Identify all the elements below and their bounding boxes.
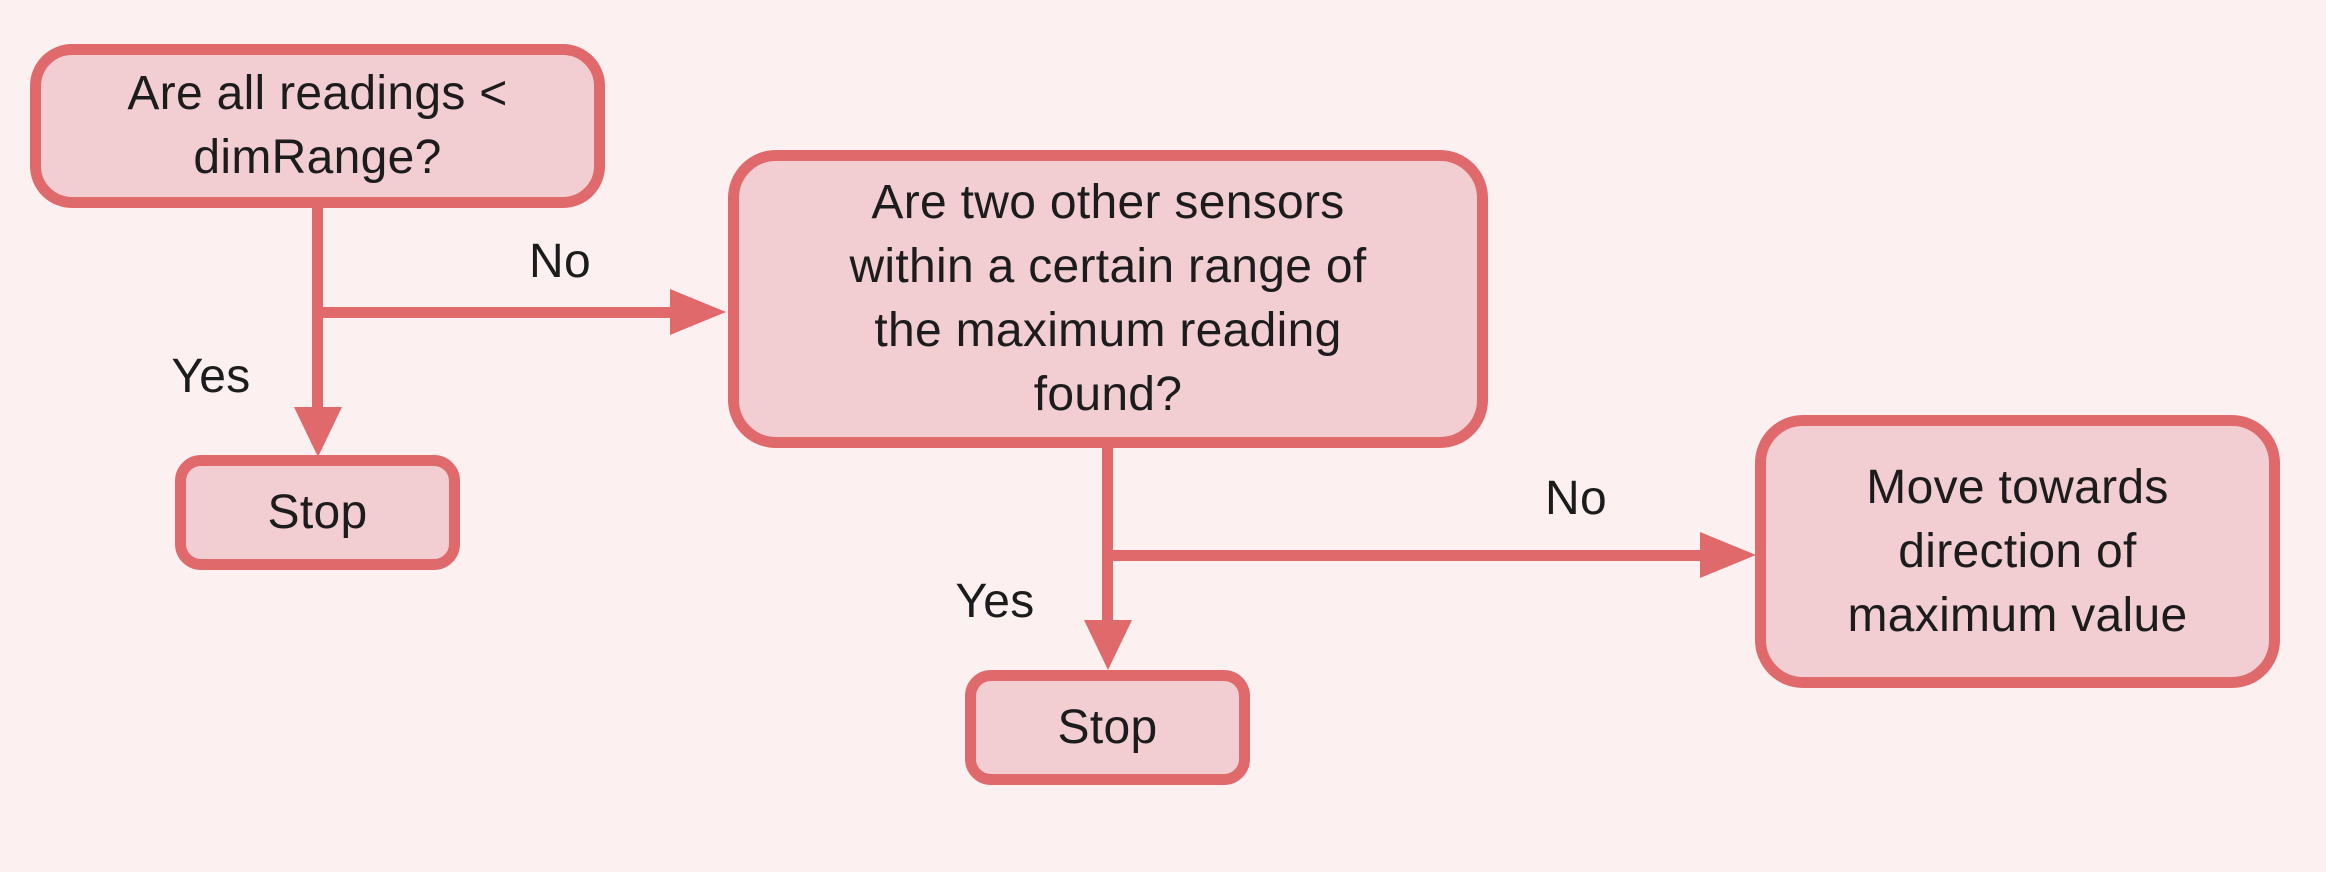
node-question-sensors-range: Are two other sensors within a certain r… [728,150,1488,448]
edge-label-q1-no: No [529,235,591,288]
node-stop-2: Stop [965,670,1250,785]
connector-q1-to-q2 [312,307,672,318]
arrowhead-right-icon [1700,532,1756,578]
arrowhead-right-icon [670,289,726,335]
edge-label-q2-no: No [1545,472,1607,525]
node-move-towards-maximum: Move towards direction of maximum value [1755,415,2280,688]
node-text-line: Move towards [1866,460,2169,514]
node-text-line: the maximum reading [874,304,1342,357]
arrowhead-down-icon [294,407,342,457]
connector-q2-to-stop2 [1102,445,1113,622]
node-text-line: Are two other sensors [871,176,1345,229]
node-text-line: Stop [1057,700,1158,754]
node-text-line: dimRange? [193,131,442,184]
node-text-line: Are all readings < [127,67,508,120]
node-text-line: Stop [267,485,368,539]
edge-label-q2-yes: Yes [955,575,1035,628]
node-text-line: direction of [1898,524,2137,578]
node-text-line: within a certain range of [849,240,1367,293]
arrowhead-down-icon [1084,620,1132,670]
node-question-dimrange: Are all readings < dimRange? [30,44,605,208]
node-text-line: found? [1033,368,1183,421]
node-stop-1: Stop [175,455,460,570]
connector-q2-to-move [1102,550,1700,561]
edge-label-q1-yes: Yes [171,350,251,403]
node-text-line: maximum value [1847,588,2188,642]
